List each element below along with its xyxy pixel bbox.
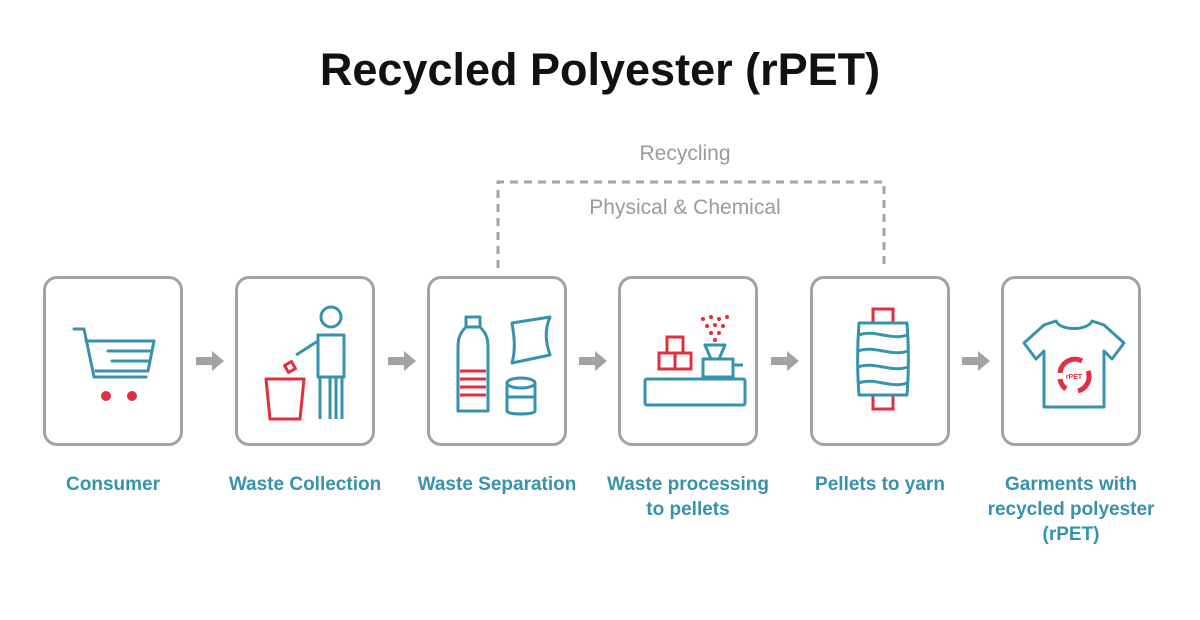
- step-processing-box: [618, 276, 758, 446]
- step-consumer-label: Consumer: [66, 474, 160, 495]
- arrow-right-icon: [962, 351, 990, 371]
- rpet-badge: rPET: [1066, 374, 1083, 381]
- person-trash-bin-icon: [264, 305, 346, 421]
- step-waste-collection-box: [235, 276, 375, 446]
- arrow-right-icon: [771, 351, 799, 371]
- arrow-right-icon: [196, 351, 224, 371]
- step-garments-box: rPET: [1001, 276, 1141, 446]
- recycling-label: Recycling: [639, 142, 731, 165]
- step-waste-collection-label: Waste Collection: [228, 474, 382, 495]
- arrow-right-icon: [388, 351, 416, 371]
- tshirt-recycle-icon: rPET: [1022, 319, 1126, 409]
- recycle-symbol-icon: [1057, 356, 1092, 394]
- step-yarn-label: Pellets to yarn: [815, 474, 945, 495]
- shopping-cart-icon: [72, 327, 156, 401]
- bottle-bag-can-icon: [456, 315, 552, 416]
- arrow-right-icon: [579, 351, 607, 371]
- physical-chemical-label: Physical & Chemical: [589, 196, 781, 219]
- step-garments-label: Garments with recycled polyester (rPET): [987, 474, 1155, 545]
- step-waste-separation-label: Waste Separation: [417, 474, 577, 495]
- step-consumer-box: [43, 276, 183, 446]
- step-processing-label: Waste processing to pellets: [607, 474, 769, 520]
- step-yarn-box: [810, 276, 950, 446]
- pellet-machine-icon: [643, 315, 747, 407]
- yarn-spool-icon: [856, 307, 910, 411]
- diagram-title: Recycled Polyester (rPET): [319, 44, 881, 95]
- step-waste-separation-box: [427, 276, 567, 446]
